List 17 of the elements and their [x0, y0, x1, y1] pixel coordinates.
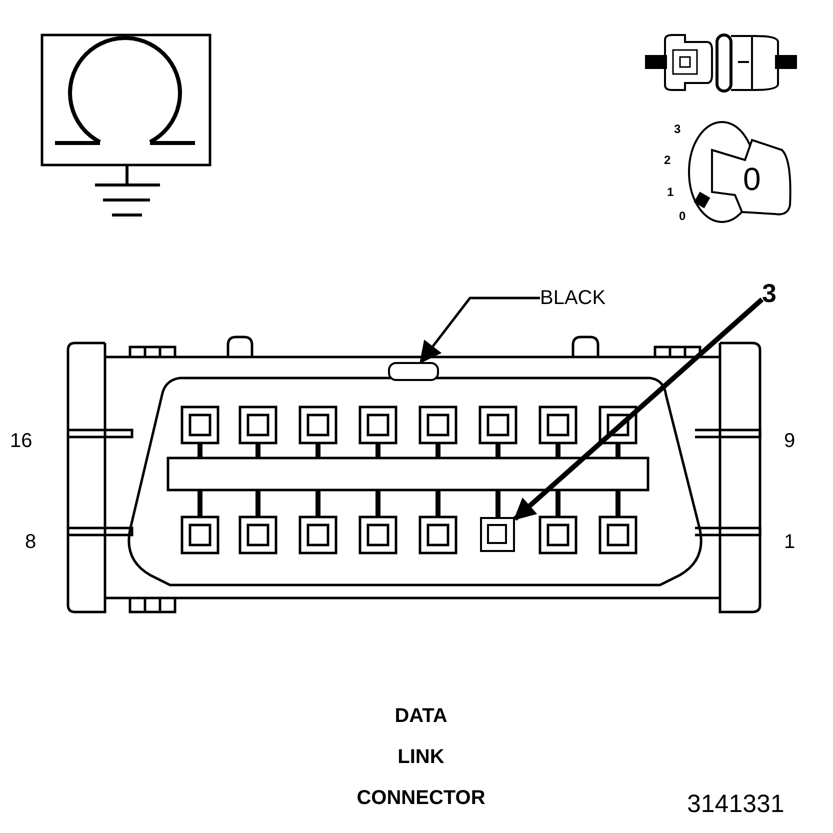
pin-number: 9 [784, 431, 796, 451]
key-position-number: 2 [664, 154, 671, 166]
key-position-number: 1 [667, 186, 674, 198]
key-position-number: 3 [674, 123, 681, 135]
connector-pin [480, 517, 515, 552]
diagram-caption: DATA LINK CONNECTOR [356, 704, 486, 811]
latch-tab [388, 362, 439, 381]
pin-number: 1 [784, 532, 796, 552]
leader-arrow [419, 296, 540, 364]
leader-arrow [513, 298, 764, 521]
key-number: 0 [743, 163, 761, 195]
callout-label: BLACK [540, 288, 606, 308]
pin-number: 8 [25, 532, 36, 552]
pin-number: 16 [10, 431, 32, 451]
figure-number: 3141331 [687, 792, 784, 817]
key-position-number: 0 [679, 210, 686, 222]
callout-number: 3 [762, 280, 776, 306]
